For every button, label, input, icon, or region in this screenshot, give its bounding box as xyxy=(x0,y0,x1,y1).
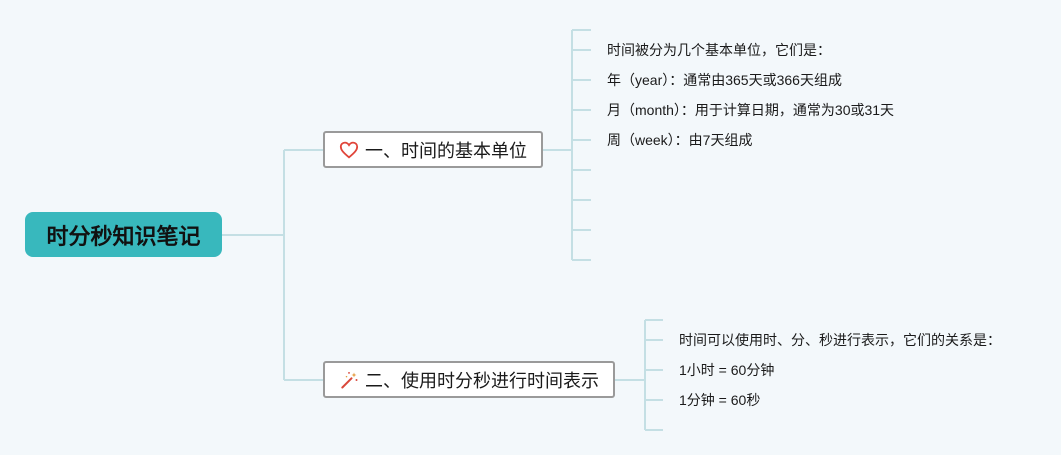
root-topic-label: 时分秒知识笔记 xyxy=(46,223,201,249)
leaf-topic[interactable]: 时间被分为几个基本单位，它们是： xyxy=(607,42,831,58)
branch-topic-basic-units[interactable]: 一、时间的基本单位 xyxy=(323,131,543,168)
leaf-topic[interactable]: 月（month）：用于计算日期，通常为30或31天 xyxy=(607,102,895,118)
leaf-topic[interactable]: 时间可以使用时、分、秒进行表示，它们的关系是： xyxy=(679,332,1001,348)
leaf-topic[interactable]: 1小时 = 60分钟 xyxy=(679,362,775,378)
leaf-topic[interactable]: 1分钟 = 60秒 xyxy=(679,392,761,408)
leaf-topic[interactable]: 年（year）：通常由365天或366天组成 xyxy=(607,72,842,88)
branch-topic-time-expression[interactable]: 二、使用时分秒进行时间表示 xyxy=(323,361,615,398)
branch-topic-label: 一、时间的基本单位 xyxy=(365,140,527,161)
root-topic[interactable]: 时分秒知识笔记 xyxy=(25,212,222,257)
magic-wand-icon xyxy=(339,370,359,390)
leaf-topic[interactable]: 周（week）：由7天组成 xyxy=(607,132,753,148)
heart-icon xyxy=(339,141,359,159)
branch-topic-label: 二、使用时分秒进行时间表示 xyxy=(365,370,599,391)
